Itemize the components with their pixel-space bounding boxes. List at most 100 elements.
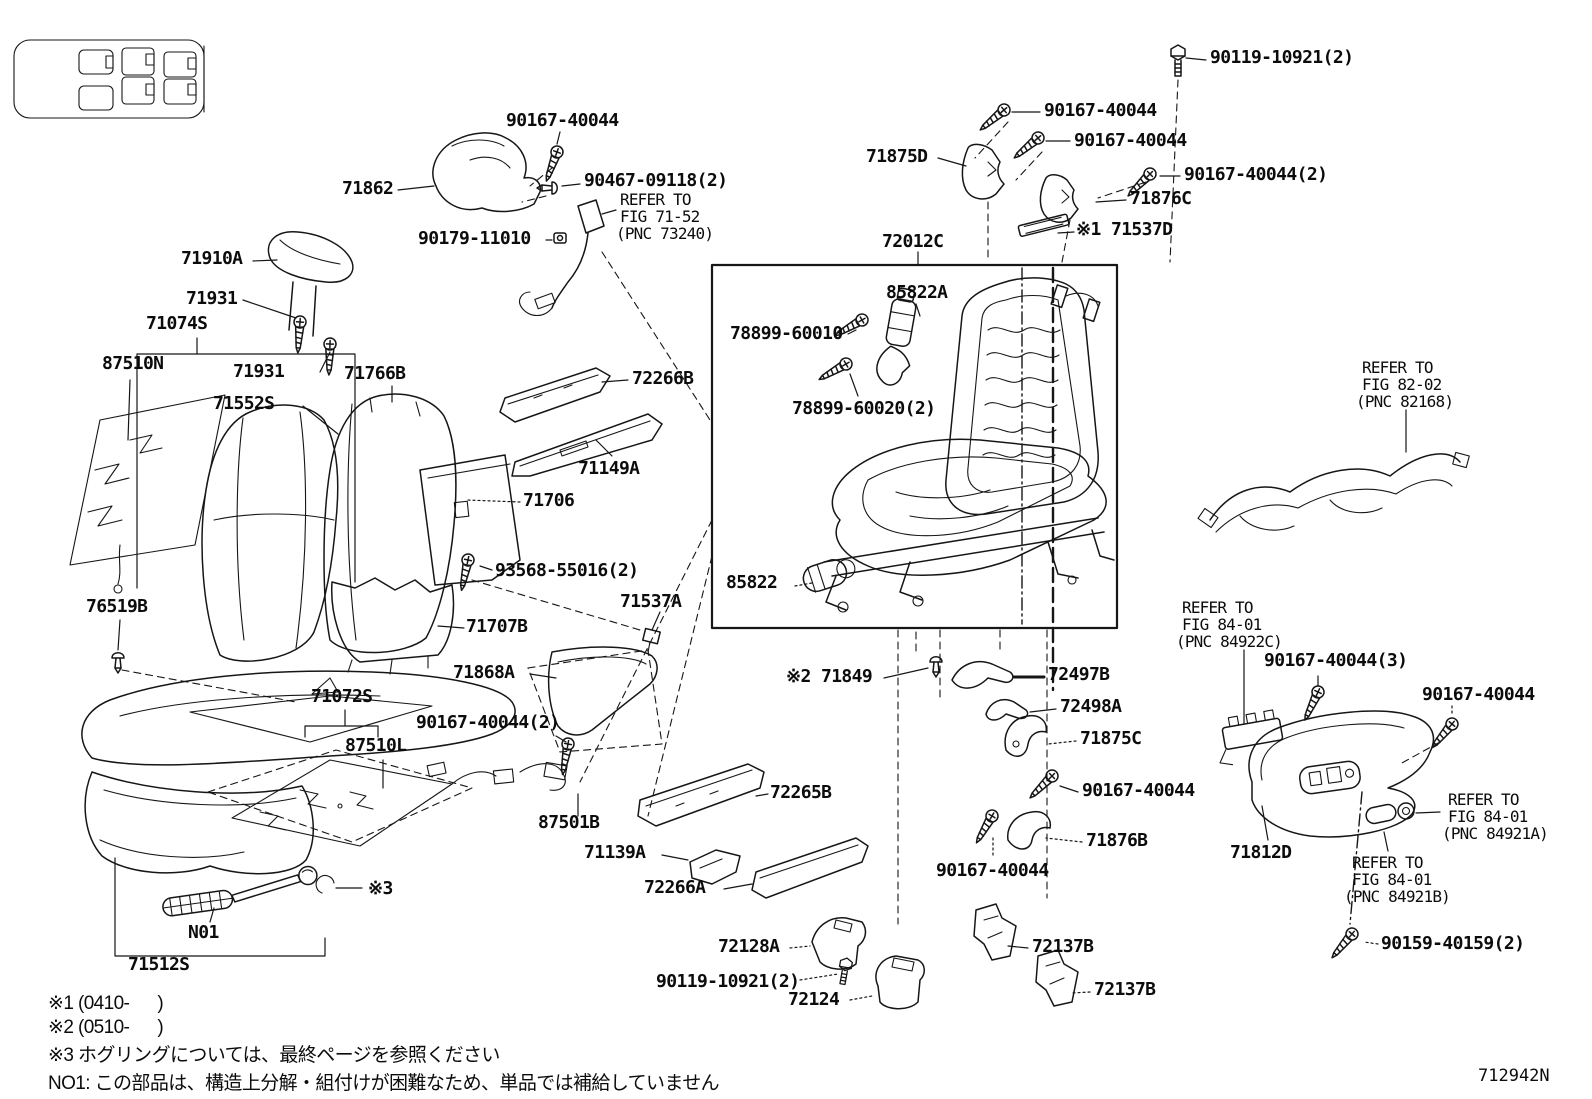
screw-icon: [1009, 128, 1048, 164]
footnote-no1: NO1: この部品は、構造上分解・組付けが困難なため、単品では補給していません: [48, 1073, 720, 1094]
part-label-71074S: 71074S: [146, 313, 208, 334]
part-label-93568-55016: 93568-55016(2): [495, 560, 639, 581]
part-label-90167-40044-x2: 90167-40044(2): [1184, 164, 1328, 185]
construction-lines: [121, 79, 1441, 925]
ref-fig-84-01-84921B-line2: FIG 84-01: [1352, 870, 1432, 889]
part-label-71149A: 71149A: [578, 458, 640, 479]
bolt-icon: [835, 956, 854, 986]
part-label-71875C: 71875C: [1080, 728, 1142, 749]
rails-lower-art: [637, 763, 869, 899]
hook-71875C-art: [1004, 714, 1048, 757]
part-label-90179-11010: 90179-11010: [418, 228, 531, 249]
screw-icon: [454, 552, 476, 593]
anchor-cover-72137B-a: [973, 903, 1017, 961]
part-label-note3-marker: ※3: [368, 878, 393, 899]
part-label-71512S: 71512S: [128, 954, 190, 975]
part-label-90167-40044-r2: 90167-40044: [936, 860, 1049, 881]
part-label-87510L: 87510L: [345, 735, 407, 756]
sensor-85822-art: [802, 559, 856, 593]
part-label-90167-40044-mid: 90167-40044(2): [416, 712, 560, 733]
nut-icon: [553, 232, 567, 244]
part-label-71849: ※2 71849: [786, 666, 873, 687]
ref-fig-82-02-line2: FIG 82-02: [1362, 375, 1442, 394]
part-label-90119-10921-top: 90119-10921(2): [1210, 47, 1354, 68]
ref-fig-82-02-line1: REFER TO: [1362, 358, 1433, 377]
part-label-72137B-b: 72137B: [1094, 979, 1156, 1000]
part-label-72266A: 72266A: [644, 877, 706, 898]
inflator-85822A-art: [876, 287, 917, 386]
part-label-78899-60010: 78899-60010: [730, 323, 843, 344]
part-label-71876C: 71876C: [1130, 188, 1192, 209]
part-label-71931-a: 71931: [186, 288, 238, 309]
ref-fig-71-52-line1: REFER TO: [620, 190, 691, 209]
part-label-90467-09118: 90467-09118(2): [584, 170, 728, 191]
bracket-71876C-art: [1039, 174, 1079, 223]
part-label-87510N: 87510N: [102, 353, 164, 374]
part-label-72128A: 72128A: [718, 936, 780, 957]
ref-fig-84-01-84922C-line1: REFER TO: [1182, 598, 1253, 617]
part-label-90167-40044-2: 90167-40044: [1074, 130, 1187, 151]
part-label-71812D: 71812D: [1230, 842, 1292, 863]
part-label-72266B: 72266B: [632, 368, 694, 389]
screw-icon: [975, 100, 1014, 136]
seatback-pad-art: [201, 404, 339, 662]
ref-fig-84-01-84921A-line3: (PNC 84921A): [1442, 824, 1549, 843]
part-label-90159-40159: 90159-40159(2): [1381, 933, 1525, 954]
part-label-72124: 72124: [788, 989, 840, 1010]
seatback-frame-art: [323, 393, 457, 654]
ref-fig-82-02-line3: (PNC 82168): [1356, 392, 1454, 411]
ref-fig-71-52-line3: (PNC 73240): [616, 224, 714, 243]
part-label-71868A: 71868A: [453, 662, 515, 683]
part-label-72497B: 72497B: [1048, 664, 1110, 685]
lever-72497B-art: [951, 660, 1014, 689]
ref-fig-84-01-84921A-line1: REFER TO: [1448, 790, 1519, 809]
vehicle-inset: [13, 39, 205, 119]
part-label-71876B: 71876B: [1086, 830, 1148, 851]
part-label-90167-40044-1: 90167-40044: [1044, 100, 1157, 121]
seat-frame-art: [823, 277, 1115, 613]
shield-71812D-art: [1248, 710, 1435, 838]
screw-icon: [1326, 924, 1362, 963]
riser-cover-72124-art: [875, 955, 925, 1010]
footnote-3: ※3 ホグリングについては、最終ページを参照ください: [48, 1045, 500, 1066]
belt-buckle-art: [519, 199, 605, 317]
part-label-90119-10921-bottom: 90119-10921(2): [656, 971, 800, 992]
back-board-art: [419, 454, 521, 586]
ref-fig-71-52-line2: FIG 71-52: [620, 207, 700, 226]
screw-icon: [815, 355, 855, 386]
hook-71876B-art: [1007, 810, 1052, 850]
cushion-art: [81, 670, 516, 766]
hogring-tool-art: [162, 865, 318, 917]
part-label-71766B: 71766B: [344, 363, 406, 384]
part-label-90167-40044-r1: 90167-40044: [1082, 780, 1195, 801]
part-label-76519B: 76519B: [86, 596, 148, 617]
ref-fig-84-01-84921B-line1: REFER TO: [1352, 853, 1423, 872]
part-label-71707B: 71707B: [466, 616, 528, 637]
ref-fig-84-01-84922C-line3: (PNC 84922C): [1176, 632, 1283, 651]
harness-87501B-art: [519, 761, 568, 791]
part-label-71862: 71862: [342, 178, 394, 199]
screw-icon: [540, 143, 566, 184]
lower-board-art: [331, 577, 455, 675]
knob-84921A-art: [1365, 802, 1415, 825]
part-label-72265B: 72265B: [770, 782, 832, 803]
bolt-icon: [1170, 44, 1186, 77]
part-label-78899-60020: 78899-60020(2): [792, 398, 936, 419]
part-label-90167-40044-belt: 90167-40044: [506, 110, 619, 131]
part-label-87501B: 87501B: [538, 812, 600, 833]
ref-fig-84-01-84921A-line2: FIG 84-01: [1448, 807, 1528, 826]
part-label-90167-40044-x3: 90167-40044(3): [1264, 650, 1408, 671]
ref-fig-84-01-84922C-line2: FIG 84-01: [1182, 615, 1262, 634]
rail-72266B-art: [499, 367, 611, 423]
part-label-90167-40044-shield: 90167-40044: [1422, 684, 1535, 705]
part-label-71072S: 71072S: [311, 686, 373, 707]
part-label-N01: N01: [188, 922, 219, 943]
screw-icon: [1025, 766, 1062, 803]
headrest-art: [267, 231, 354, 337]
leader-lines: [117, 57, 1453, 1001]
cushion-pan-art: [84, 771, 314, 875]
ref-fig-84-01-84921B-line3: (PNC 84921B): [1344, 887, 1451, 906]
part-label-71931-b: 71931: [233, 361, 285, 382]
